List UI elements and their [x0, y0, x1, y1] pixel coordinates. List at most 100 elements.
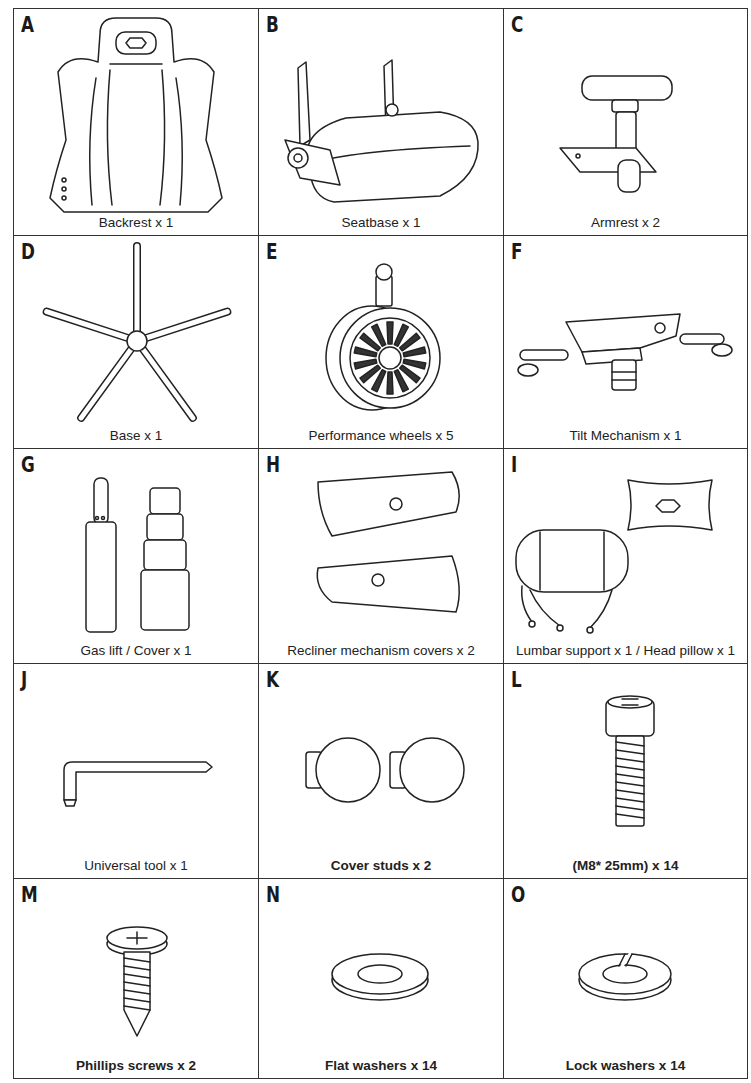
- part-caption: (M8* 25mm) x 14: [571, 858, 681, 874]
- tilt-mechanism-drawing-part: [655, 323, 665, 333]
- gas-lift-drawing-part: [141, 570, 189, 630]
- seatbase-drawing-part: [285, 140, 340, 185]
- part-caption: Backrest x 1: [97, 215, 175, 231]
- part-cell: HRecliner mechanism covers x 2: [258, 448, 504, 664]
- lock-washer-drawing-part: [619, 954, 632, 966]
- recliner-covers-drawing-part: [318, 472, 459, 536]
- part-letter: F: [511, 242, 522, 263]
- part-letter: K: [266, 670, 279, 691]
- tilt-mechanism-drawing-part: [612, 372, 636, 380]
- base-drawing-part: [137, 341, 193, 418]
- pillows-drawing: [516, 480, 712, 633]
- backrest-drawing-part: [110, 63, 162, 65]
- cover-studs-drawing: [306, 738, 464, 802]
- part-cell: MPhillips screws x 2: [13, 878, 259, 1079]
- part-caption: Armrest x 2: [589, 215, 662, 231]
- wheel-drawing: [326, 264, 440, 410]
- seatbase-drawing-part: [316, 146, 470, 162]
- part-caption: Flat washers x 14: [323, 1058, 439, 1074]
- part-cell: I Lumbar support x 1 / Head pillow x 1: [503, 448, 748, 664]
- part-letter: C: [511, 15, 523, 36]
- wheel-drawing-part-part: [403, 347, 426, 358]
- part-letter: J: [21, 670, 27, 691]
- pillows-drawing-part: [656, 500, 680, 512]
- wheel-drawing-part-part: [372, 324, 387, 346]
- flat-washer-drawing-part: [358, 965, 402, 983]
- part-caption: Base x 1: [108, 428, 165, 444]
- cover-studs-drawing-part: [316, 738, 380, 802]
- part-letter: G: [21, 455, 35, 476]
- universal-tool-drawing: [64, 762, 212, 806]
- pillows-drawing-part: [557, 625, 563, 631]
- part-letter: D: [21, 242, 35, 263]
- wheel-drawing-part: [350, 318, 430, 398]
- bolt-drawing-part: [608, 696, 652, 708]
- flat-washer-drawing-part: [332, 954, 428, 994]
- recliner-covers-drawing-part: [317, 556, 459, 612]
- backrest-drawing: [50, 18, 222, 212]
- base-drawing-part: [81, 341, 137, 418]
- bolt-drawing-part: [622, 699, 638, 705]
- base-drawing-part: [47, 312, 137, 341]
- part-letter: A: [21, 15, 34, 36]
- backrest-drawing-part: [62, 196, 66, 200]
- gas-lift-drawing-part: [150, 488, 180, 514]
- base-drawing-part: [137, 312, 227, 341]
- part-cell: FTilt Mechanism x 1: [503, 235, 748, 449]
- base-drawing-part: [137, 341, 193, 418]
- tilt-mechanism-drawing-part: [612, 360, 636, 390]
- tilt-mechanism-drawing-part: [712, 344, 732, 356]
- part-letter: I: [511, 455, 517, 476]
- base-drawing-part: [137, 312, 227, 341]
- gas-lift-drawing-part: [96, 517, 99, 520]
- bolt-drawing: [606, 696, 654, 826]
- backrest-drawing-part: [126, 38, 146, 48]
- part-caption: Universal tool x 1: [82, 858, 190, 874]
- part-cell: OLock washers x 14: [503, 878, 748, 1079]
- part-cell: N Flat washers x 14: [258, 878, 504, 1079]
- base-drawing-part: [135, 246, 140, 341]
- tilt-mechanism-drawing-part: [566, 314, 680, 352]
- seatbase-drawing-part: [386, 104, 398, 116]
- part-letter: E: [266, 242, 277, 263]
- base-drawing-part: [81, 341, 137, 418]
- part-caption: Cover studs x 2: [329, 858, 434, 874]
- part-cell: C Armrest x 2: [503, 8, 748, 236]
- pillows-drawing-part: [522, 586, 612, 628]
- part-cell: L (M8* 25mm) x 14: [503, 663, 748, 879]
- pillows-drawing-part: [587, 627, 593, 633]
- phillips-screw-drawing-part: [107, 927, 167, 949]
- part-letter: L: [511, 670, 522, 691]
- backrest-drawing-part: [90, 70, 183, 205]
- part-caption: Lock washers x 14: [564, 1058, 687, 1074]
- part-caption: Lumbar support x 1 / Head pillow x 1: [514, 643, 737, 659]
- armrest-drawing-part: [560, 148, 656, 172]
- backrest-drawing-part: [50, 18, 222, 212]
- seatbase-drawing-part: [288, 148, 308, 168]
- base-drawing-part: [47, 312, 137, 341]
- armrest-drawing-part: [618, 160, 640, 192]
- lock-washer-drawing-part: [603, 965, 647, 983]
- part-cell: A Backrest x 1: [13, 8, 259, 236]
- bolt-drawing-part: [616, 742, 644, 818]
- recliner-covers-drawing-part: [390, 498, 402, 510]
- part-cell: D Base x 1: [13, 235, 259, 449]
- seatbase-drawing-part: [294, 154, 302, 162]
- part-cell: K Cover studs x 2: [258, 663, 504, 879]
- wheel-drawing-part: [354, 322, 426, 394]
- part-letter: N: [266, 885, 280, 906]
- phillips-screw-drawing-part: [127, 932, 147, 944]
- wheel-drawing-part: [340, 308, 440, 408]
- part-caption: Recliner mechanism covers x 2: [285, 643, 477, 659]
- part-caption: Performance wheels x 5: [307, 428, 456, 444]
- part-caption: Seatbase x 1: [340, 215, 423, 231]
- seatbase-drawing: [285, 60, 478, 202]
- wheel-drawing-part: [376, 264, 392, 280]
- wheel-drawing-part-part: [354, 358, 377, 369]
- tilt-mechanism-drawing-part: [520, 350, 568, 360]
- flat-washer-drawing: [332, 954, 428, 1000]
- base-drawing-part: [127, 331, 147, 351]
- gas-lift-drawing: [86, 478, 189, 632]
